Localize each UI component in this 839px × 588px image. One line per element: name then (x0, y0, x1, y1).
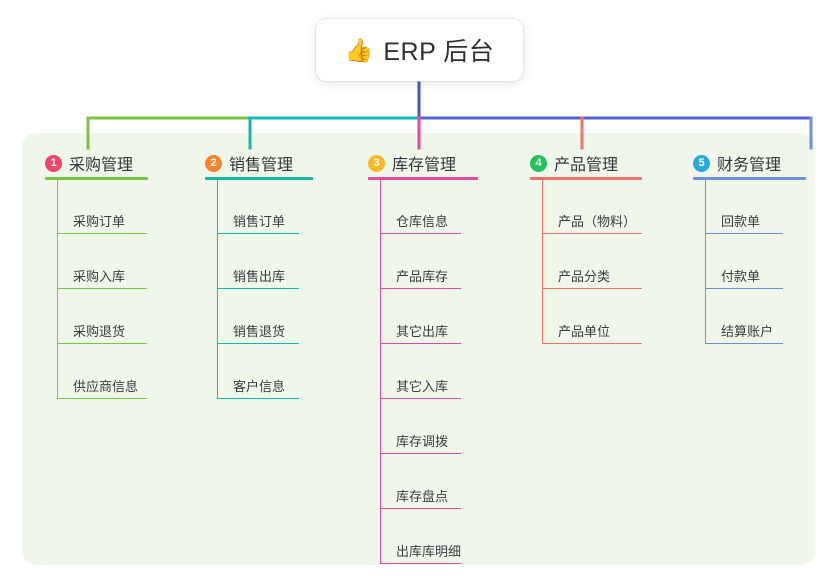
branch-index-badge: 4 (530, 154, 547, 172)
branch-item[interactable]: 回款单 (721, 214, 761, 229)
branch-item-underline (380, 233, 461, 235)
branch-item-underline (217, 343, 299, 345)
branch-title-label: 产品管理 (554, 157, 619, 174)
branch-item[interactable]: 销售出库 (233, 269, 286, 284)
branch-item-underline (380, 343, 461, 345)
branch-item-underline (217, 288, 299, 290)
branch-item[interactable]: 库存盘点 (396, 489, 449, 504)
branch-spine (705, 180, 707, 343)
branch-item-underline (57, 398, 147, 400)
branch-item[interactable]: 采购退货 (73, 324, 126, 339)
branch-spine (542, 180, 544, 343)
branch-item[interactable]: 采购订单 (73, 214, 126, 229)
branch-item[interactable]: 其它入库 (396, 379, 449, 394)
branch-item-underline (380, 288, 461, 290)
branch-item[interactable]: 付款单 (721, 269, 761, 284)
branch-spine (380, 180, 382, 563)
branch-header-产品管理[interactable]: 4 产品管理 (530, 151, 618, 175)
branch-item[interactable]: 产品单位 (558, 324, 611, 339)
branch-item[interactable]: 销售订单 (233, 214, 286, 229)
branch-item[interactable]: 采购入库 (73, 269, 126, 284)
branch-header-库存管理[interactable]: 3 库存管理 (368, 151, 456, 175)
root-node-label: ERP 后台 (383, 38, 495, 66)
branch-item-underline (57, 288, 147, 290)
branch-item-underline (542, 288, 642, 290)
branch-title-label: 财务管理 (717, 157, 782, 174)
branch-title-label: 采购管理 (69, 157, 134, 174)
branch-title-label: 库存管理 (392, 157, 457, 174)
content-panel (22, 133, 815, 565)
branch-item-underline (57, 233, 147, 235)
branch-index-badge: 2 (205, 154, 222, 172)
branch-item-underline (542, 343, 642, 345)
branch-index-badge: 1 (45, 154, 62, 172)
root-node-erp-backend[interactable]: 👍 ERP 后台 (316, 19, 523, 81)
branch-item[interactable]: 客户信息 (233, 379, 286, 394)
branch-item[interactable]: 其它出库 (396, 324, 449, 339)
branch-item-underline (705, 343, 783, 345)
branch-item-underline (705, 233, 783, 235)
branch-header-underline (368, 177, 478, 180)
thumbs-up-icon: 👍 (344, 36, 374, 63)
branch-header-underline (530, 177, 642, 180)
branch-item-underline (542, 233, 642, 235)
branch-item-underline (380, 398, 461, 400)
branch-index-badge: 5 (693, 154, 710, 172)
branch-item[interactable]: 仓库信息 (396, 214, 449, 229)
branch-title-label: 销售管理 (229, 157, 294, 174)
branch-header-underline (693, 177, 806, 180)
branch-item-underline (217, 233, 299, 235)
branch-index-badge: 3 (368, 154, 385, 172)
branch-header-采购管理[interactable]: 1 采购管理 (45, 151, 133, 175)
branch-item-underline (217, 398, 299, 400)
branch-item-underline (380, 453, 461, 455)
branch-item[interactable]: 产品库存 (396, 269, 449, 284)
branch-item-underline (57, 343, 147, 345)
branch-item[interactable]: 销售退货 (233, 324, 286, 339)
branch-header-销售管理[interactable]: 2 销售管理 (205, 151, 293, 175)
branch-item-underline (380, 508, 461, 510)
branch-item[interactable]: 产品分类 (558, 269, 611, 284)
branch-item-underline (380, 563, 461, 565)
branch-item[interactable]: 供应商信息 (73, 379, 139, 394)
branch-header-underline (205, 177, 313, 180)
branch-item[interactable]: 出库库明细 (396, 544, 462, 559)
branch-item-underline (705, 288, 783, 290)
branch-header-underline (45, 177, 148, 180)
branch-header-财务管理[interactable]: 5 财务管理 (693, 151, 781, 175)
branch-item[interactable]: 库存调拨 (396, 434, 449, 449)
branch-item[interactable]: 结算账户 (721, 324, 774, 339)
branch-item[interactable]: 产品（物料） (558, 214, 637, 229)
